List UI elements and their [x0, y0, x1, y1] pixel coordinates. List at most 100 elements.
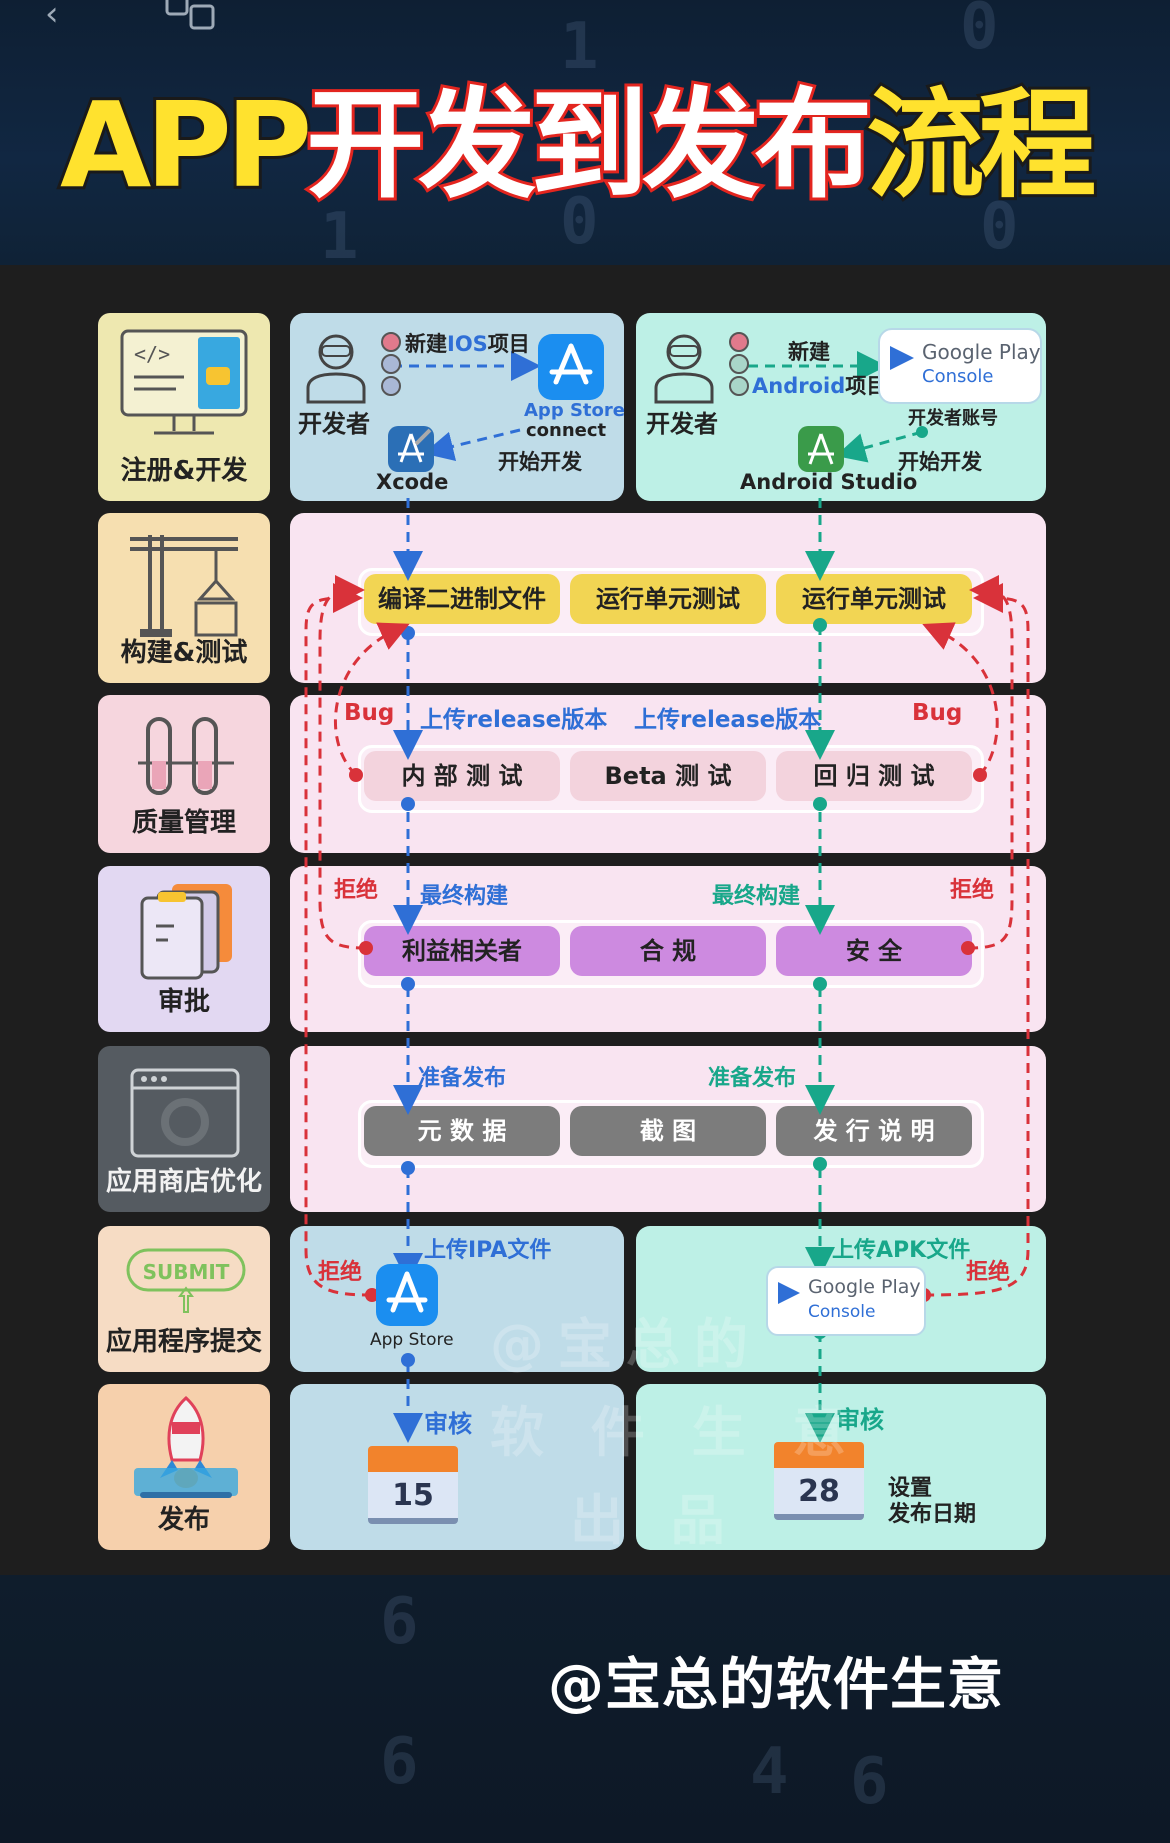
calendar-day-ios: 15: [392, 1478, 434, 1513]
bg-digit: 0: [980, 190, 1019, 264]
bg-digit: 4: [750, 1735, 789, 1809]
developer-avatar-icon: [306, 334, 366, 404]
reject-label-submit-left: 拒绝: [318, 1260, 363, 1285]
stage-card-build: 构建&测试: [98, 513, 270, 683]
android-start-dev-label: 开始开发: [898, 450, 982, 474]
ios-new-project-label: 新建IOS项目: [405, 328, 530, 358]
aso-pill-release-notes[interactable]: 发 行 说 明: [776, 1106, 972, 1156]
gp-line1: Google Play: [922, 340, 1041, 364]
xcode-icon[interactable]: [386, 424, 436, 474]
stage-label: 注册&开发: [120, 456, 248, 486]
developer-avatar-icon: [654, 334, 714, 404]
stage-card-qa: 质量管理: [98, 695, 270, 853]
android-studio-label: Android Studio: [740, 470, 918, 494]
crane-icon: [130, 535, 238, 637]
android-developer-label: 开发者: [646, 410, 718, 438]
google-play-console-badge[interactable]: Google Play Console: [878, 328, 1042, 404]
review-label-left: 审核: [424, 1410, 472, 1438]
project-label: 项目: [487, 332, 530, 356]
gp-line2: Console: [922, 366, 994, 387]
stage-label: 审批: [157, 987, 210, 1017]
set-date-line2: 发布日期: [888, 1502, 977, 1527]
xcode-label: Xcode: [376, 470, 449, 494]
ios-start-dev-label: 开始开发: [498, 450, 582, 474]
stage-label: 应用商店优化: [105, 1167, 262, 1197]
app-store-connect-line1: App Store: [524, 400, 625, 421]
android-new-project-label: Android项目: [752, 370, 887, 400]
watermark-line1: @宝总的: [490, 1313, 762, 1376]
google-play-console-submit[interactable]: Google Play Console: [766, 1266, 926, 1336]
bg-digit: 1: [560, 10, 599, 84]
android-word: Android: [752, 374, 846, 398]
stage-label: 质量管理: [131, 808, 236, 838]
stage-card-approval: 审批: [98, 866, 270, 1032]
build-pill-compile[interactable]: 编译二进制文件: [364, 574, 560, 624]
stage-label: 构建&测试: [120, 638, 248, 668]
page-title: APP开发到发布流程: [57, 70, 1120, 220]
app-store-label: App Store: [370, 1330, 454, 1350]
aso-pill-screenshots[interactable]: 截 图: [570, 1106, 766, 1156]
step-dots-icon: [381, 332, 401, 396]
svg-text:SUBMIT: SUBMIT: [143, 1260, 230, 1284]
final-build-left: 最终构建: [420, 884, 509, 909]
upload-release-left: 上传release版本: [420, 707, 608, 733]
prepare-release-left: 准备发布: [418, 1066, 507, 1091]
title-part-middle: 开发到发布: [303, 73, 875, 217]
app-store-icon[interactable]: [374, 1262, 440, 1328]
new-label: 新建: [405, 332, 447, 356]
developer-account-label: 开发者账号: [908, 408, 998, 429]
code-monitor-icon: </>: [120, 329, 248, 435]
set-date-line1: 设置: [888, 1476, 933, 1501]
step-dots-icon: [729, 332, 749, 396]
stage-card-submit: SUBMIT 应用程序提交: [98, 1226, 270, 1372]
browser-window-icon: [130, 1068, 240, 1158]
prepare-release-right: 准备发布: [708, 1066, 797, 1091]
stage-card-register: </> 注册&开发: [98, 313, 270, 501]
build-pill-unit-test-android[interactable]: 运行单元测试: [776, 574, 972, 624]
final-build-right: 最终构建: [712, 884, 801, 909]
gp-line1: Google Play: [808, 1276, 921, 1298]
android-studio-icon[interactable]: [796, 424, 846, 474]
app-store-icon[interactable]: [536, 332, 606, 402]
stage-label: 应用程序提交: [105, 1327, 262, 1357]
gp-line2: Console: [808, 1302, 876, 1322]
svg-text:</>: </>: [134, 342, 170, 366]
bg-digit: 1: [320, 200, 359, 265]
submit-icon: SUBMIT: [126, 1248, 246, 1313]
bug-label-left: Bug: [344, 700, 395, 726]
ios-developer-label: 开发者: [298, 410, 370, 438]
watermark-line2: 软 件 生 意: [490, 1401, 861, 1464]
app-store-connect-line2: connect: [526, 420, 607, 441]
bg-digit: 6: [850, 1745, 889, 1819]
upload-ipa-label: 上传IPA文件: [424, 1238, 552, 1263]
calendar-android-icon: 28: [774, 1442, 864, 1520]
multi-window-icon[interactable]: [165, 0, 219, 34]
back-arrow-icon[interactable]: ‹: [45, 0, 59, 34]
android-new-label: 新建: [788, 340, 830, 364]
stage-card-release: 发布: [98, 1384, 270, 1550]
approval-pill-compliance[interactable]: 合 规: [570, 926, 766, 976]
upload-apk-label: 上传APK文件: [832, 1238, 971, 1263]
google-play-icon: [778, 1282, 800, 1304]
bg-digit: 0: [960, 0, 999, 64]
watermark-line3: 出 品: [570, 1489, 739, 1552]
ios-label: IOS: [447, 332, 488, 356]
calendar-ios-icon: 15: [368, 1446, 458, 1524]
reject-label-right: 拒绝: [950, 878, 995, 903]
ios-submit-card: [290, 1226, 624, 1372]
bug-label-right: Bug: [912, 700, 963, 726]
review-label-right: 审核: [836, 1406, 884, 1434]
rocket-icon: [134, 1395, 238, 1498]
stage-label: 发布: [157, 1505, 210, 1535]
google-play-icon: [890, 346, 914, 370]
bg-digit: 6: [380, 1585, 419, 1659]
title-part-end: 流程: [863, 73, 1099, 217]
qa-pill-beta[interactable]: Beta 测 试: [570, 751, 766, 801]
bg-digit: 6: [380, 1725, 419, 1799]
build-pill-unit-test[interactable]: 运行单元测试: [570, 574, 766, 624]
bg-digit: 0: [560, 185, 599, 259]
stage-card-aso: 应用商店优化: [98, 1046, 270, 1212]
upload-release-right: 上传release版本: [634, 707, 822, 733]
test-tubes-icon: [138, 717, 234, 795]
